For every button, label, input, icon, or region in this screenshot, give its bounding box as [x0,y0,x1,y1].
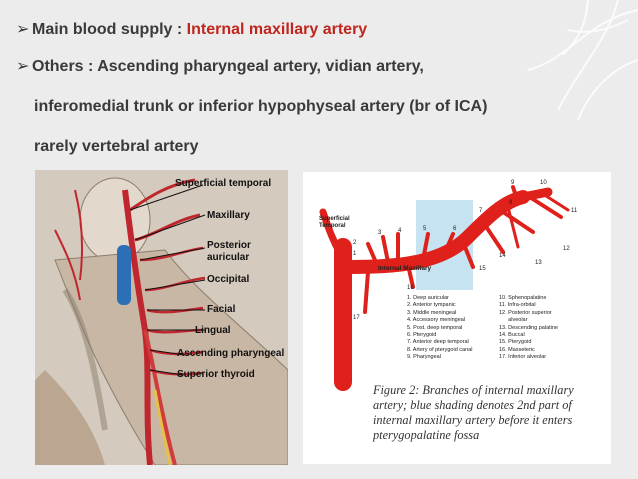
bullet-others-cont-2: rarely vertebral artery [34,138,199,155]
legend-item: 13. Descending palatine [499,324,559,331]
legend-item: 4. Accessory meningeal [407,317,466,324]
leaf-decoration [527,0,638,120]
legend-item: 1. Deep auricular [407,295,449,301]
number-11: 11 [571,208,578,214]
bullet-accent-text: Internal maxillary artery [186,21,368,38]
label-lingual: Lingual [195,325,231,336]
legend-item: 15. Pterygoid [499,339,532,346]
legend-item: 3. Middle meningeal [407,309,457,316]
number-5: 5 [423,226,427,232]
number-13: 13 [535,260,542,266]
label-maxillary: Maxillary [207,210,250,221]
legend-item: 16. Masseteric [499,346,535,353]
internal-maxillary-branches-figure: EXTERNAL CAROTID Internal Maxillary Supe… [303,172,611,464]
legend-item: 10. Sphenopalatine [499,295,547,301]
legend-item: 14. Buccal [499,332,525,339]
arrow-bullet-icon: ➢ [16,21,30,38]
bullet-text: Main blood supply : [32,21,187,38]
number-7: 7 [479,208,483,214]
label-external-carotid: EXTERNAL CAROTID [329,310,335,372]
label-superior-thyroid: Superior thyroid [177,369,255,380]
label-facial: Facial [207,304,236,315]
legend-item: 8. Artery of pterygoid canal [407,346,473,353]
number-4: 4 [398,228,402,234]
bullet-list: ➢Main blood supply : Internal maxillary … [16,20,616,157]
number-9: 9 [511,180,515,186]
legend-right: 10. Sphenopalatine 11. Infra-orbital 12.… [499,295,558,362]
bullet-main-supply: ➢Main blood supply : Internal maxillary … [16,20,616,40]
label-superficial-1: Superficial [319,216,350,222]
number-1: 1 [353,251,357,257]
label-superficial-temporal: Superficial temporal [175,178,272,189]
number-3: 3 [378,230,382,236]
legend-item: 11. Infra-orbital [499,302,536,309]
label-posterior: Posterior [207,240,251,251]
number-16: 16 [407,285,414,291]
label-auricular: auricular [207,252,250,263]
number-2: 2 [353,240,357,246]
label-superficial-2: Temporal [319,223,346,229]
legend-item: 9. Pharyngeal [407,354,441,361]
label-occipital: Occipital [207,274,250,285]
legend-item: 7. Anterior deep temporal [407,339,469,346]
neck-illustration [35,170,289,466]
label-ascending-pharyngeal: Ascending pharyngeal [177,348,285,359]
figure-caption: Figure 2: Branches of internal maxillary… [373,383,574,442]
number-17: 17 [353,315,360,321]
bullet-others: ➢Others : Ascending pharyngeal artery, v… [16,57,616,77]
label-internal-maxillary: Internal Maxillary [378,265,431,272]
number-8: 8 [509,200,513,206]
number-12: 12 [563,246,570,252]
legend-item: 17. Inferior alveolar [499,354,547,361]
branches-diagram: EXTERNAL CAROTID Internal Maxillary Supe… [319,180,578,391]
legend-left: 1. Deep auricular 2. Anterior tympanic 3… [407,295,472,362]
legend-item: 12. Posterior superior [499,309,552,316]
number-10: 10 [540,180,547,186]
number-6: 6 [453,226,457,232]
legend-item: 5. Post. deep temporal [407,324,463,331]
legend-item: alveolar [499,317,528,324]
bullet-text: Others : Ascending pharyngeal artery, vi… [32,58,424,75]
arrow-bullet-icon: ➢ [16,58,30,75]
bullet-others-cont-1: inferomedial trunk or inferior hypophyse… [34,98,488,115]
legend-item: 2. Anterior tympanic [407,302,456,309]
number-15: 15 [479,266,486,272]
neck-arteries-figure: Superficial temporal Maxillary Posterior… [35,170,289,466]
legend-item: 6. Pterygoid [407,332,437,339]
number-14: 14 [499,253,506,259]
